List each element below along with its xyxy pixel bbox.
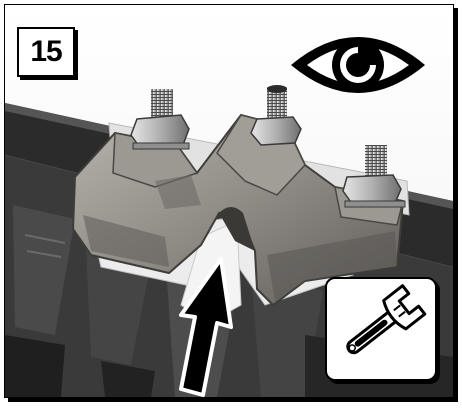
arrow-icon [179,257,233,397]
wrench-icon [346,284,427,355]
right-bolt [342,145,406,208]
instruction-frame: 15 [4,4,454,398]
step-number-badge: 15 [17,27,75,77]
eye-icon [291,37,425,93]
tool-required-box [325,277,437,381]
left-bolt [130,89,190,150]
center-stud [250,85,302,146]
